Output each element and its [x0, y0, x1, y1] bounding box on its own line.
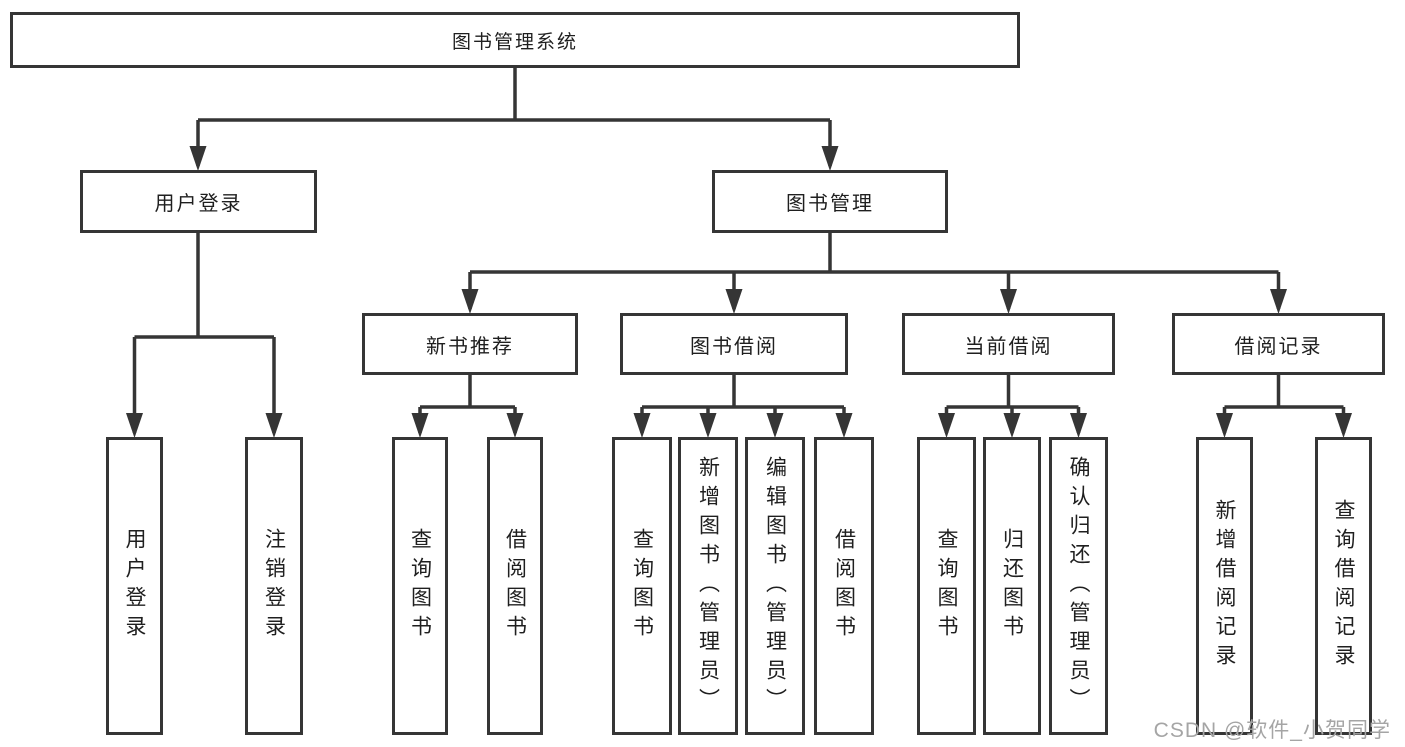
leaf-user-login: 用户登录 [106, 437, 163, 735]
leaf-query-books-2: 查询图书 [612, 437, 672, 735]
leaf-query-books-2-label: 查询图书 [630, 528, 654, 644]
connector-segments [132, 68, 1346, 433]
leaf-add-borrow-record: 新增借阅记录 [1196, 437, 1253, 735]
node-root: 图书管理系统 [10, 12, 1020, 68]
leaf-borrow-books-2-label: 借阅图书 [832, 528, 856, 644]
node-new-book-recommendation-label: 新书推荐 [426, 335, 514, 358]
leaf-return-books: 归还图书 [983, 437, 1041, 735]
leaf-borrow-books-1: 借阅图书 [487, 437, 543, 735]
node-root-label: 图书管理系统 [451, 31, 578, 53]
leaf-logout-label: 注销登录 [262, 528, 286, 644]
leaf-borrow-books-2: 借阅图书 [814, 437, 874, 735]
node-book-borrowing-label: 图书借阅 [690, 335, 778, 358]
leaf-edit-books-admin: 编辑图书（管理员） [745, 437, 805, 735]
node-book-management-label: 图书管理 [786, 193, 874, 215]
leaf-borrow-books-1-label: 借阅图书 [503, 528, 527, 644]
node-new-book-recommendation: 新书推荐 [362, 313, 578, 375]
leaf-add-borrow-record-label: 新增借阅记录 [1213, 499, 1236, 673]
node-borrowing-records: 借阅记录 [1172, 313, 1385, 375]
node-user-login-branch: 用户登录 [80, 170, 317, 233]
leaf-query-books-3-label: 查询图书 [935, 528, 958, 644]
leaf-return-books-label: 归还图书 [1000, 528, 1024, 644]
leaf-user-login-label: 用户登录 [123, 528, 146, 644]
leaf-query-books-1-label: 查询图书 [408, 528, 432, 644]
arrowheads [126, 146, 1352, 438]
node-borrowing-records-label: 借阅记录 [1234, 335, 1323, 358]
node-current-borrowing-label: 当前借阅 [964, 335, 1053, 358]
leaf-query-books-1: 查询图书 [392, 437, 448, 735]
leaf-edit-books-admin-label: 编辑图书（管理员） [763, 455, 787, 717]
leaf-query-books-3: 查询图书 [917, 437, 976, 735]
node-book-management: 图书管理 [712, 170, 948, 233]
leaf-logout: 注销登录 [245, 437, 303, 735]
leaf-add-books-admin: 新增图书（管理员） [678, 437, 738, 735]
leaf-query-borrow-record-label: 查询借阅记录 [1332, 499, 1355, 673]
leaf-confirm-return-admin-label: 确认归还（管理员） [1067, 455, 1090, 717]
csdn-watermark: CSDN @软件_小贺同学 [1153, 719, 1391, 742]
node-book-borrowing: 图书借阅 [620, 313, 848, 375]
node-user-login-branch-label: 用户登录 [154, 193, 243, 215]
leaf-confirm-return-admin: 确认归还（管理员） [1049, 437, 1108, 735]
node-current-borrowing: 当前借阅 [902, 313, 1115, 375]
leaf-query-borrow-record: 查询借阅记录 [1315, 437, 1372, 735]
leaf-add-books-admin-label: 新增图书（管理员） [696, 455, 720, 717]
